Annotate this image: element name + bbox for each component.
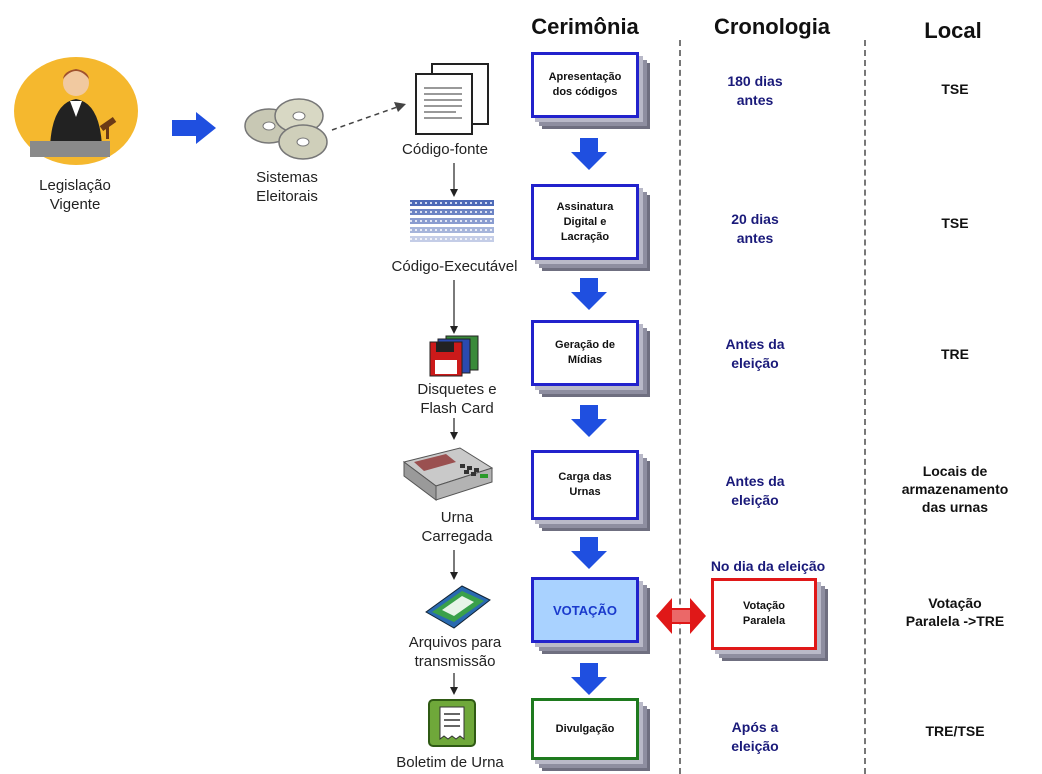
ceremony-box-assinatura: Assinatura Digital e Lacração (531, 184, 639, 260)
local-3: Locais de armazenamento das urnas (901, 463, 1009, 515)
cd-discs-icon (244, 98, 328, 160)
artifact-label-2: Disquetes e Flash Card (417, 381, 497, 417)
arrow-down-small (450, 673, 458, 695)
parallel-voting-box: Votação Paralela (711, 578, 817, 650)
arrow-down-icon (571, 138, 607, 170)
arrow-down-small (450, 280, 458, 334)
ceremony-box-votacao: VOTAÇÃO (531, 577, 639, 643)
chronology-1: 20 dias antes (731, 211, 779, 246)
arrow-down-icon (571, 663, 607, 695)
ceremony-box-geracao: Geração de Mídias (531, 320, 639, 386)
binary-code-icon (410, 200, 494, 242)
chronology-2: Antes da eleição (725, 336, 785, 371)
legislacao-label: Legislação Vigente (39, 177, 111, 213)
separator-left (679, 40, 681, 774)
arrow-down-small (450, 550, 458, 580)
voting-machine-icon (402, 447, 494, 501)
flash-card-icon (425, 585, 491, 629)
artifact-label-3: Urna Carregada (421, 509, 493, 545)
local-4: Votação Paralela ->TRE (905, 595, 1005, 629)
arrow-down-icon (571, 278, 607, 310)
floppy-disks-icon (429, 335, 479, 377)
ceremony-box-apresentacao: Apresentação dos códigos (531, 52, 639, 118)
local-2: TRE (941, 346, 969, 362)
header-cerimonia: Cerimônia (531, 14, 639, 39)
document-icon (415, 63, 489, 135)
chronology-0: 180 dias antes (727, 73, 783, 108)
receipt-icon (428, 699, 476, 747)
chronology-5: Após a eleição (731, 719, 779, 754)
artifact-label-5: Boletim de Urna (396, 754, 504, 771)
arrow-down-icon (571, 405, 607, 437)
arrow-down-small (450, 418, 458, 440)
artifact-label-1: Código-Executável (391, 258, 518, 275)
double-arrow-icon (656, 598, 706, 634)
local-0: TSE (941, 81, 969, 97)
judge-icon (12, 55, 140, 167)
chronology-3: Antes da eleição (725, 473, 785, 508)
ceremony-box-divulgacao: Divulgação (531, 698, 639, 760)
arrow-right-icon (172, 112, 216, 144)
artifact-label-0: Código-fonte (402, 141, 488, 158)
chronology-4: No dia da eleição (710, 558, 826, 574)
sistemas-label: Sistemas Eleitorais (256, 169, 318, 205)
header-cronologia: Cronologia (713, 14, 831, 39)
separator-right (864, 40, 866, 774)
local-1: TSE (941, 215, 969, 231)
ceremony-box-carga: Carga das Urnas (531, 450, 639, 520)
header-local: Local (924, 18, 982, 43)
dashed-arrow (331, 102, 406, 131)
artifact-label-4: Arquivos para transmissão (408, 634, 502, 670)
arrow-down-small (450, 163, 458, 197)
arrow-down-icon (571, 537, 607, 569)
local-5: TRE/TSE (925, 723, 985, 739)
